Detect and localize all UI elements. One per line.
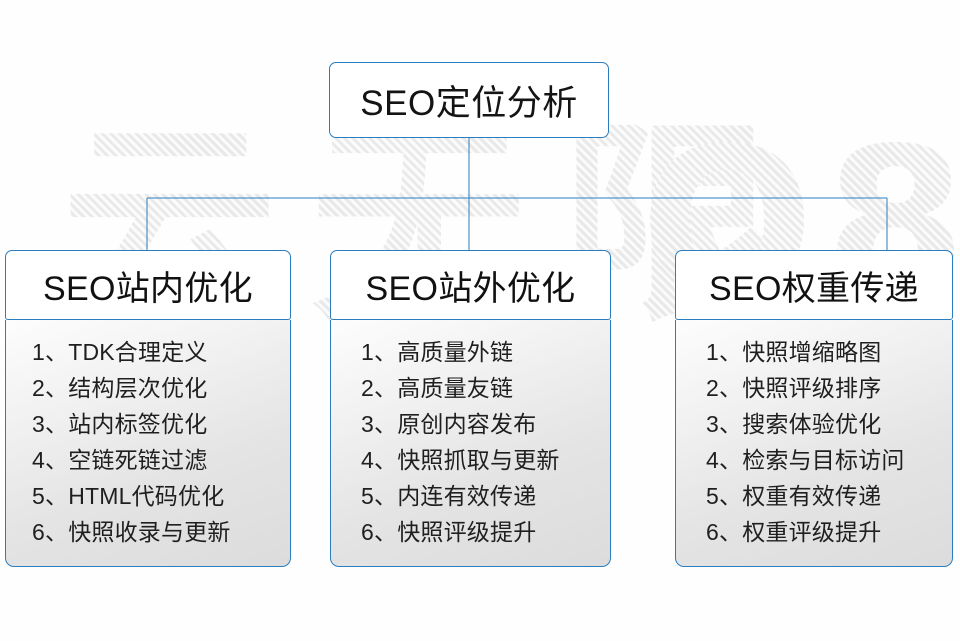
branch-column-1: SEO站内优化 1、TDK合理定义 2、结构层次优化 3、站内标签优化 4、空链… [5, 250, 291, 567]
list-item: 5、HTML代码优化 [32, 483, 225, 509]
branch-column-3: SEO权重传递 1、快照增缩略图 2、快照评级排序 3、搜索体验优化 4、检索与… [675, 250, 953, 567]
list-item: 3、原创内容发布 [361, 411, 537, 437]
branch-list-1: 1、TDK合理定义 2、结构层次优化 3、站内标签优化 4、空链死链过滤 5、H… [5, 320, 291, 567]
root-node[interactable]: SEO定位分析 [329, 62, 609, 138]
branch-column-2: SEO站外优化 1、高质量外链 2、高质量友链 3、原创内容发布 4、快照抓取与… [330, 250, 611, 567]
list-item: 6、权重评级提升 [706, 519, 882, 545]
list-item: 1、TDK合理定义 [32, 339, 208, 365]
branch-header-label-3: SEO权重传递 [709, 269, 919, 308]
list-item: 4、空链死链过滤 [32, 447, 208, 473]
list-item: 3、站内标签优化 [32, 411, 208, 437]
branch-list-2: 1、高质量外链 2、高质量友链 3、原创内容发布 4、快照抓取与更新 5、内连有… [330, 320, 611, 567]
list-item: 4、检索与目标访问 [706, 447, 905, 473]
list-item: 5、权重有效传递 [706, 483, 882, 509]
list-item: 6、快照收录与更新 [32, 519, 231, 545]
list-item: 6、快照评级提升 [361, 519, 537, 545]
branch-header-label-1: SEO站内优化 [43, 269, 253, 308]
list-item: 2、结构层次优化 [32, 375, 208, 401]
list-item: 2、快照评级排序 [706, 375, 882, 401]
branch-header-3[interactable]: SEO权重传递 [675, 250, 953, 320]
branch-header-2[interactable]: SEO站外优化 [330, 250, 611, 320]
list-item: 3、搜索体验优化 [706, 411, 882, 437]
root-node-label: SEO定位分析 [360, 83, 578, 123]
branch-list-3: 1、快照增缩略图 2、快照评级排序 3、搜索体验优化 4、检索与目标访问 5、权… [675, 320, 953, 567]
list-item: 2、高质量友链 [361, 375, 514, 401]
branch-header-label-2: SEO站外优化 [365, 269, 576, 308]
list-item: 5、内连有效传递 [361, 483, 537, 509]
list-item: 1、快照增缩略图 [706, 339, 882, 365]
list-item: 4、快照抓取与更新 [361, 447, 560, 473]
list-item: 1、高质量外链 [361, 339, 514, 365]
branch-header-1[interactable]: SEO站内优化 [5, 250, 291, 320]
